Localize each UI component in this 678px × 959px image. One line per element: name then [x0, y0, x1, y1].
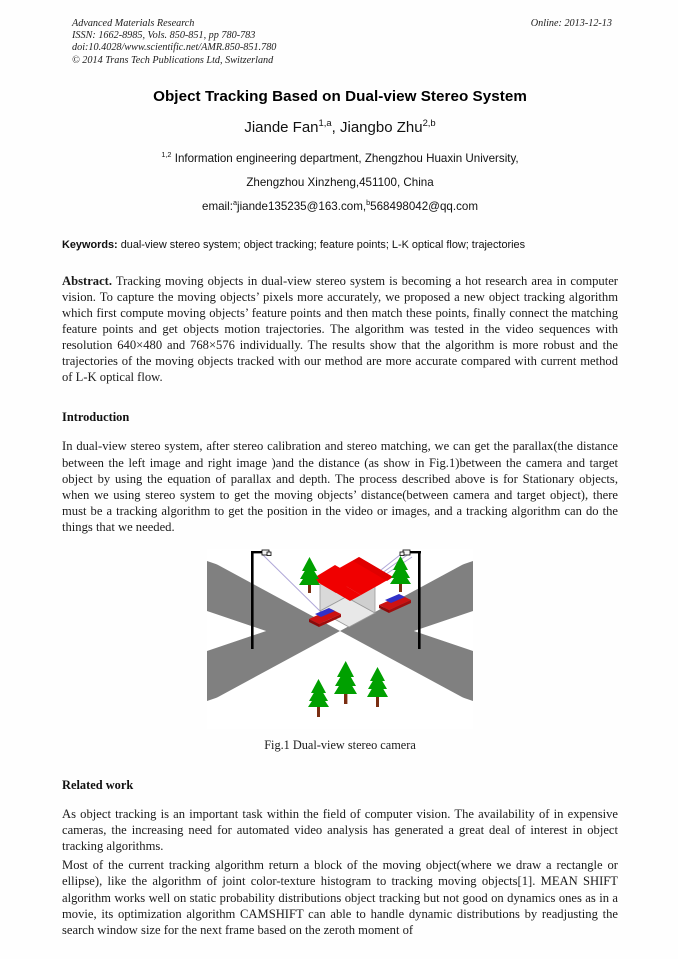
section-heading-introduction: Introduction: [62, 410, 130, 425]
affiliation-sup: 1,2: [161, 149, 172, 159]
author-separator: ,: [331, 118, 340, 136]
journal-copyright: © 2014 Trans Tech Publications Ltd, Swit…: [72, 54, 274, 66]
affiliation-email-line: email:ajiande135235@163.com,b568498042@q…: [62, 195, 618, 219]
email-sup-b: b: [366, 197, 371, 207]
tree-icon: [308, 679, 329, 718]
related-work-paragraph-2: Most of the current tracking algorithm r…: [62, 858, 618, 937]
figure-caption: Fig.1 Dual-view stereo camera: [264, 738, 416, 753]
email-address-a: jiande135235@163.com,: [237, 199, 367, 213]
camera-pole-left: [251, 549, 272, 650]
email-address-b: 568498042@qq.com: [370, 199, 478, 213]
journal-issn: ISSN: 1662-8985, Vols. 850-851, pp 780-7…: [72, 30, 256, 42]
author-name-1: Jiande Fan: [244, 118, 319, 136]
affiliation-block: 1,2 Information engineering department, …: [62, 147, 618, 219]
tree-icon: [390, 556, 411, 593]
related-work-paragraph-1: As object tracking is an important task …: [62, 807, 618, 854]
keywords-label: Keywords:: [62, 238, 118, 251]
author-list: Jiande Fan1,a, Jiangbo Zhu2,b: [62, 119, 618, 136]
author-sup-2: 2,b: [422, 117, 436, 129]
author-name-2: Jiangbo Zhu: [340, 118, 423, 136]
keywords-values: dual-view stereo system; object tracking…: [117, 238, 526, 251]
journal-name: Advanced Materials Research: [72, 18, 195, 29]
tree-icon: [367, 667, 388, 708]
affiliation-department: Information engineering department, Zhen…: [171, 151, 519, 165]
author-sup-1: 1,a: [318, 117, 332, 129]
camera-pole-right: [399, 549, 421, 650]
section-heading-related-work: Related work: [62, 778, 134, 793]
introduction-paragraph-1: In dual-view stereo system, after stereo…: [62, 439, 618, 534]
email-label: email:: [202, 199, 233, 213]
car-icon-second: [379, 594, 411, 614]
page-content: Advanced Materials Research ISSN: 1662-8…: [62, 18, 618, 938]
journal-header: Advanced Materials Research ISSN: 1662-8…: [72, 18, 618, 67]
tree-icon: [334, 661, 357, 705]
journal-doi: doi:10.4028/www.scientific.net/AMR.850-8…: [72, 42, 277, 54]
tree-icon: [299, 557, 320, 594]
house-icon: [312, 557, 393, 628]
figure-1: Fig.1 Dual-view stereo camera: [62, 549, 618, 753]
online-date: Online: 2013-12-13: [530, 18, 612, 29]
car-icon-tracked: [309, 608, 341, 628]
affiliation-line-1: 1,2 Information engineering department, …: [62, 147, 618, 171]
affiliation-line-2: Zhengzhou Xinzheng,451100, China: [246, 175, 434, 189]
dual-view-stereo-camera-illustration: [207, 549, 473, 730]
abstract-text: Tracking moving objects in dual-view ste…: [62, 273, 618, 385]
email-sup-a: a: [232, 197, 237, 207]
abstract-block: Abstract. Tracking moving objects in dua…: [62, 273, 618, 386]
page-title: Object Tracking Based on Dual-view Stere…: [153, 87, 527, 105]
abstract-label: Abstract.: [62, 273, 113, 288]
keywords-line: Keywords: dual-view stereo system; objec…: [62, 239, 618, 251]
